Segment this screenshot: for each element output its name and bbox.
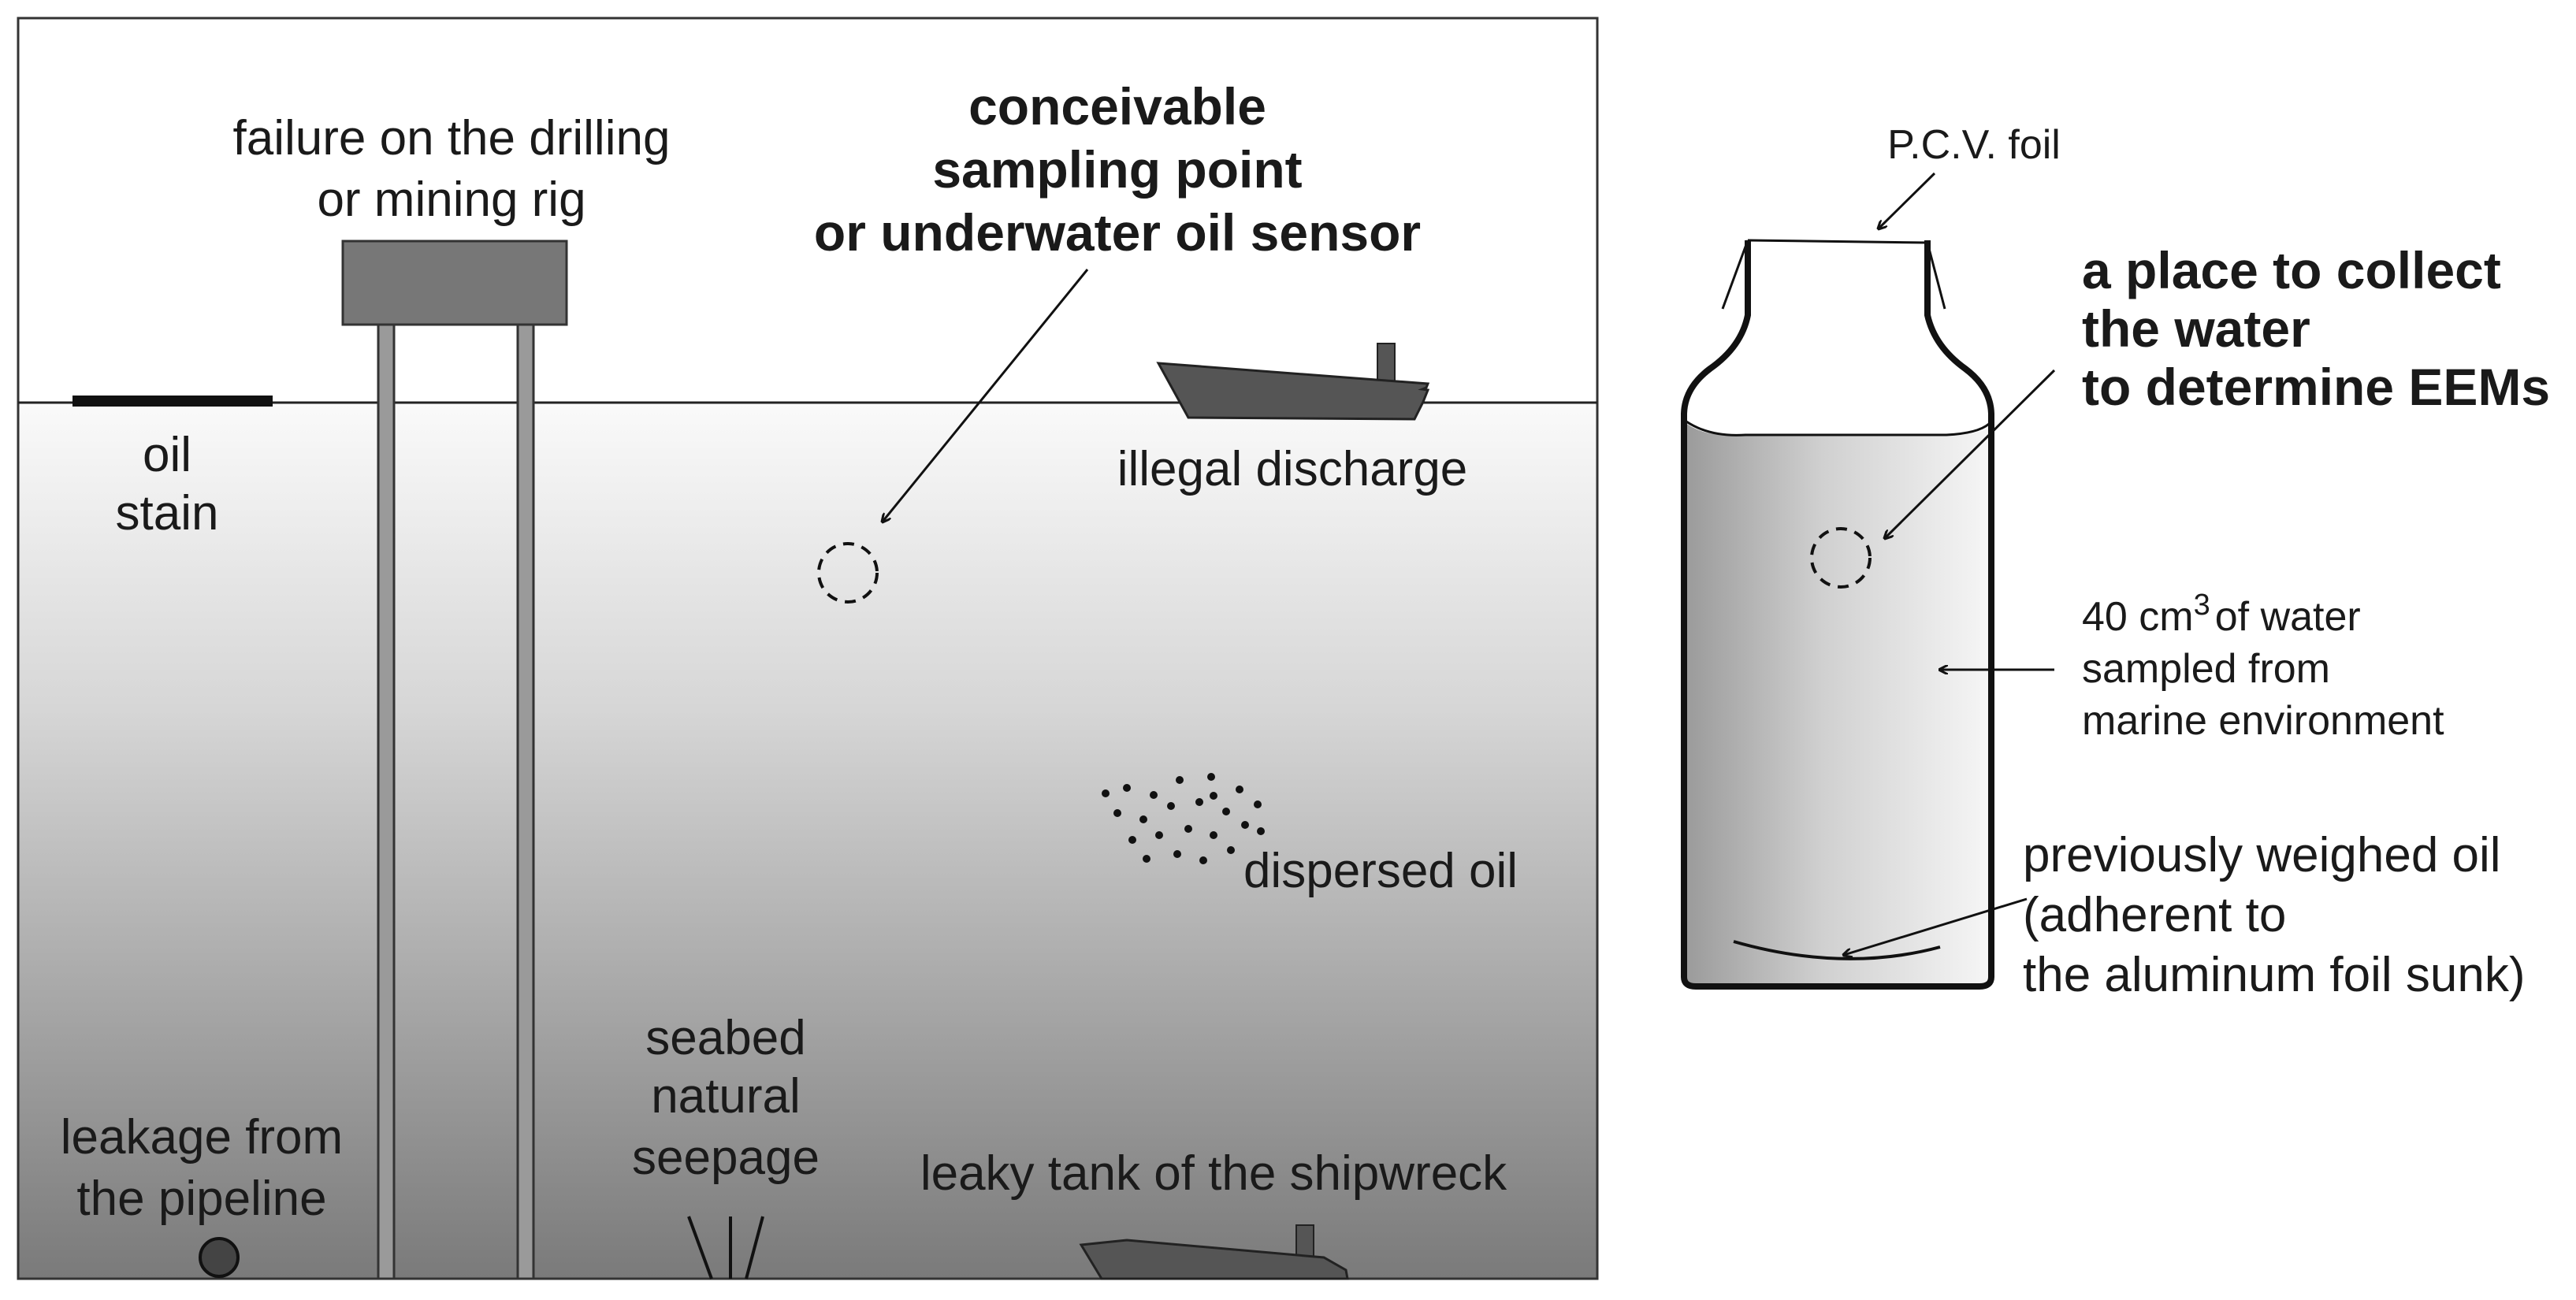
sky-area: [18, 18, 1597, 403]
panel-frame: [17, 17, 1599, 1280]
bottle-outline: [1681, 240, 1994, 990]
pcv-foil: [1721, 239, 1946, 310]
water-body: [18, 403, 1597, 1279]
illegal-discharge-label: illegal discharge: [1117, 442, 1468, 496]
rig-leg-right: [516, 323, 535, 1280]
bottle-sampling-circle: [1810, 527, 1872, 589]
rig-leg-left: [377, 323, 396, 1280]
bottle-water: [1684, 422, 1991, 986]
pipeline-label-1: leakage from: [61, 1110, 343, 1164]
shipwreck-label: leaky tank of the shipwreck: [920, 1146, 1507, 1201]
water-surface-curve: [1686, 420, 1990, 436]
oil-label-3: the aluminum foil sunk): [2023, 948, 2526, 1002]
ship-funnel: [1377, 343, 1396, 385]
rig-platform: [341, 240, 568, 326]
oil-stain-mark: [72, 396, 273, 407]
water-volume-rest: of water: [2215, 594, 2361, 640]
water-source-label-1: sampled from: [2082, 646, 2330, 692]
collect-label-1: a place to collect: [2082, 241, 2501, 299]
collect-label-3: to determine EEMs: [2082, 358, 2550, 416]
ship-hull: [1156, 362, 1430, 421]
seepage-label-3: seepage: [632, 1131, 820, 1185]
shipwreck-ship: [1079, 1224, 1349, 1280]
wreck-hull: [1079, 1239, 1349, 1280]
sampling-point-label-3: or underwater oil sensor: [814, 203, 1421, 262]
water-volume-superscript: 3: [2194, 589, 2210, 622]
foil-label: P.C.V. foil: [1887, 122, 2061, 168]
sampling-point-label-2: sampling point: [932, 140, 1302, 199]
rig-label-2: or mining rig: [317, 173, 585, 227]
pipeline-leak-mark: [199, 1237, 240, 1278]
seepage-label-1: seabed: [645, 1011, 805, 1065]
water-source-label-2: marine environment: [2082, 698, 2444, 744]
foil-arrow: [1879, 172, 1936, 228]
dispersed-oil-dots: [1102, 773, 1265, 864]
oil-stain-label-2: stain: [116, 486, 219, 540]
sampling-point-arrow: [883, 269, 1089, 522]
aluminum-foil: [1733, 940, 1941, 960]
seepage-lines: [687, 1216, 764, 1280]
collect-label-2: the water: [2082, 299, 2310, 358]
collect-arrow: [1885, 369, 2056, 538]
rig-label-1: failure on the drilling: [233, 111, 671, 165]
oil-label-1: previously weighed oil: [2023, 828, 2501, 882]
oil-arrow: [1844, 897, 2028, 955]
oil-stain-label-1: oil: [143, 428, 191, 482]
discharge-ship: [1156, 343, 1430, 421]
pipeline-label-2: the pipeline: [76, 1172, 326, 1226]
water-volume-value: 40 cm: [2082, 594, 2194, 640]
sea-scene-panel: oil stain failure on the drilling or min…: [17, 17, 1599, 1280]
oil-label-2: (adherent to: [2023, 888, 2286, 942]
sampling-point-label-1: conceivable: [968, 77, 1266, 136]
sampling-bottle-panel: P.C.V. foil a place to collect the water…: [1681, 122, 2550, 1002]
sampling-point-circle: [817, 542, 879, 604]
drilling-rig: [341, 240, 568, 1280]
dispersed-oil-label: dispersed oil: [1243, 844, 1518, 898]
seepage-label-2: natural: [651, 1069, 801, 1124]
